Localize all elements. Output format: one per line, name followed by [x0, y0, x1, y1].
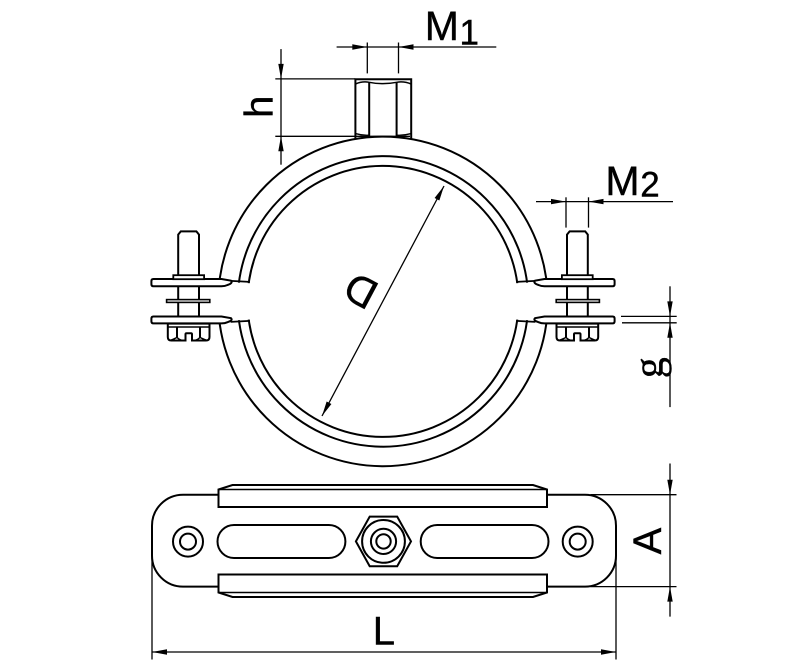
- svg-text:A: A: [626, 527, 670, 554]
- svg-text:M: M: [425, 3, 459, 49]
- svg-text:g: g: [626, 357, 672, 378]
- svg-text:L: L: [373, 610, 395, 654]
- svg-text:1: 1: [460, 13, 479, 52]
- svg-text:h: h: [238, 96, 282, 118]
- svg-text:M: M: [605, 158, 639, 204]
- svg-text:2: 2: [640, 165, 659, 204]
